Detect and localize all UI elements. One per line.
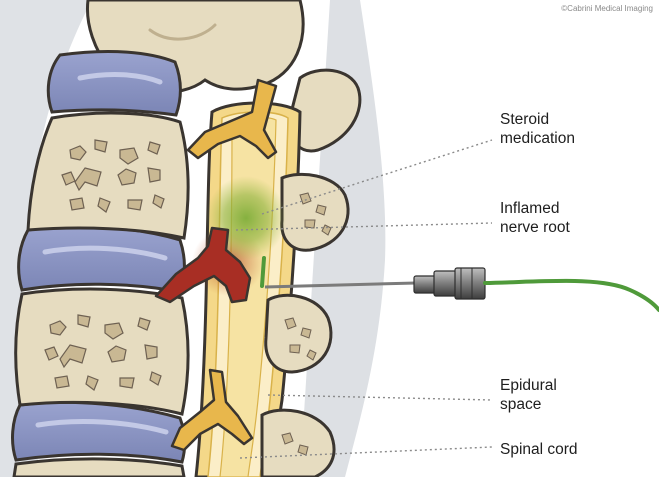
leader-line-epidural (268, 395, 492, 400)
disc-2 (19, 226, 185, 292)
label-spinal-cord: Spinal cord (500, 440, 578, 459)
label-inflamed-line-2: nerve root (500, 218, 570, 237)
vertebral-body-2 (16, 289, 188, 414)
vertebral-body-3 (14, 459, 184, 477)
label-epidural-line-2: space (500, 395, 557, 414)
catheter-tubing (485, 281, 659, 310)
facet-joint-2 (266, 295, 331, 372)
label-steroid-medication: Steroid medication (500, 110, 575, 148)
copyright-credit: ©Cabrini Medical Imaging (561, 4, 653, 13)
label-spinal-cord-text: Spinal cord (500, 440, 578, 459)
catheter-tip (262, 258, 264, 286)
label-steroid-line-2: medication (500, 129, 575, 148)
label-inflamed-nerve-root: Inflamed nerve root (500, 199, 570, 237)
syringe-hub (414, 268, 485, 299)
label-inflamed-line-1: Inflamed (500, 199, 570, 218)
label-epidural-line-1: Epidural (500, 376, 557, 395)
label-steroid-line-1: Steroid (500, 110, 575, 129)
label-epidural-space: Epidural space (500, 376, 557, 414)
vertebral-body-1 (28, 113, 188, 238)
